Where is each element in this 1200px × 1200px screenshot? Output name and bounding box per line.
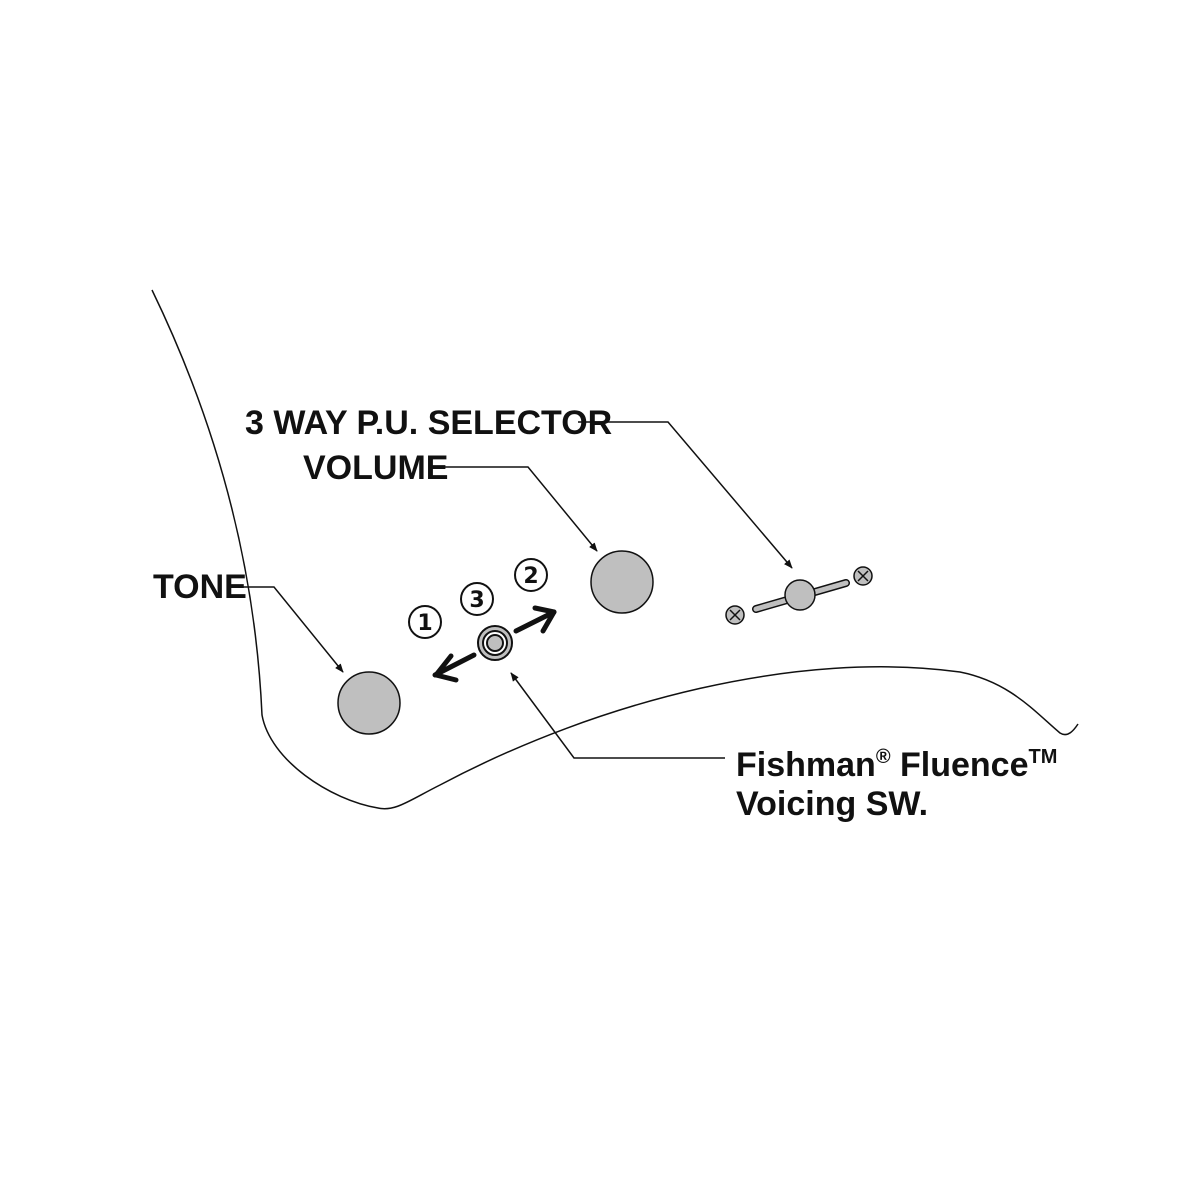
fishman-label-line2: Voicing SW. — [736, 785, 928, 823]
selector-tip[interactable] — [784, 579, 816, 611]
pickup-selector-switch[interactable] — [752, 579, 850, 613]
volume-label: VOLUME — [303, 449, 448, 487]
screw-icon — [853, 566, 873, 586]
position-1-marker: 1 — [408, 605, 442, 639]
guitar-body-outline — [151, 289, 1079, 810]
position-2-marker: 2 — [514, 558, 548, 592]
position-3-marker: 3 — [460, 582, 494, 616]
screw-icon — [725, 605, 745, 625]
tone-label: TONE — [153, 568, 247, 606]
tone-knob[interactable] — [337, 671, 401, 735]
svg-text:3: 3 — [469, 588, 484, 613]
voicing-switch[interactable] — [477, 625, 513, 661]
svg-text:1: 1 — [417, 611, 432, 636]
direction-arrow-right — [513, 609, 557, 634]
volume-knob[interactable] — [590, 550, 654, 614]
arrowhead-right-icon — [532, 605, 557, 634]
fishman-label-line1: Fishman® FluenceTM — [736, 746, 1057, 784]
selector-label: 3 WAY P.U. SELECTOR — [245, 404, 612, 442]
arrowhead-left-icon — [433, 653, 459, 683]
volume-leader-line — [437, 466, 598, 552]
tone-leader-line — [238, 586, 344, 673]
svg-text:2: 2 — [523, 564, 538, 589]
selector-leader-line — [578, 421, 793, 569]
fishman-leader-line — [510, 672, 725, 759]
